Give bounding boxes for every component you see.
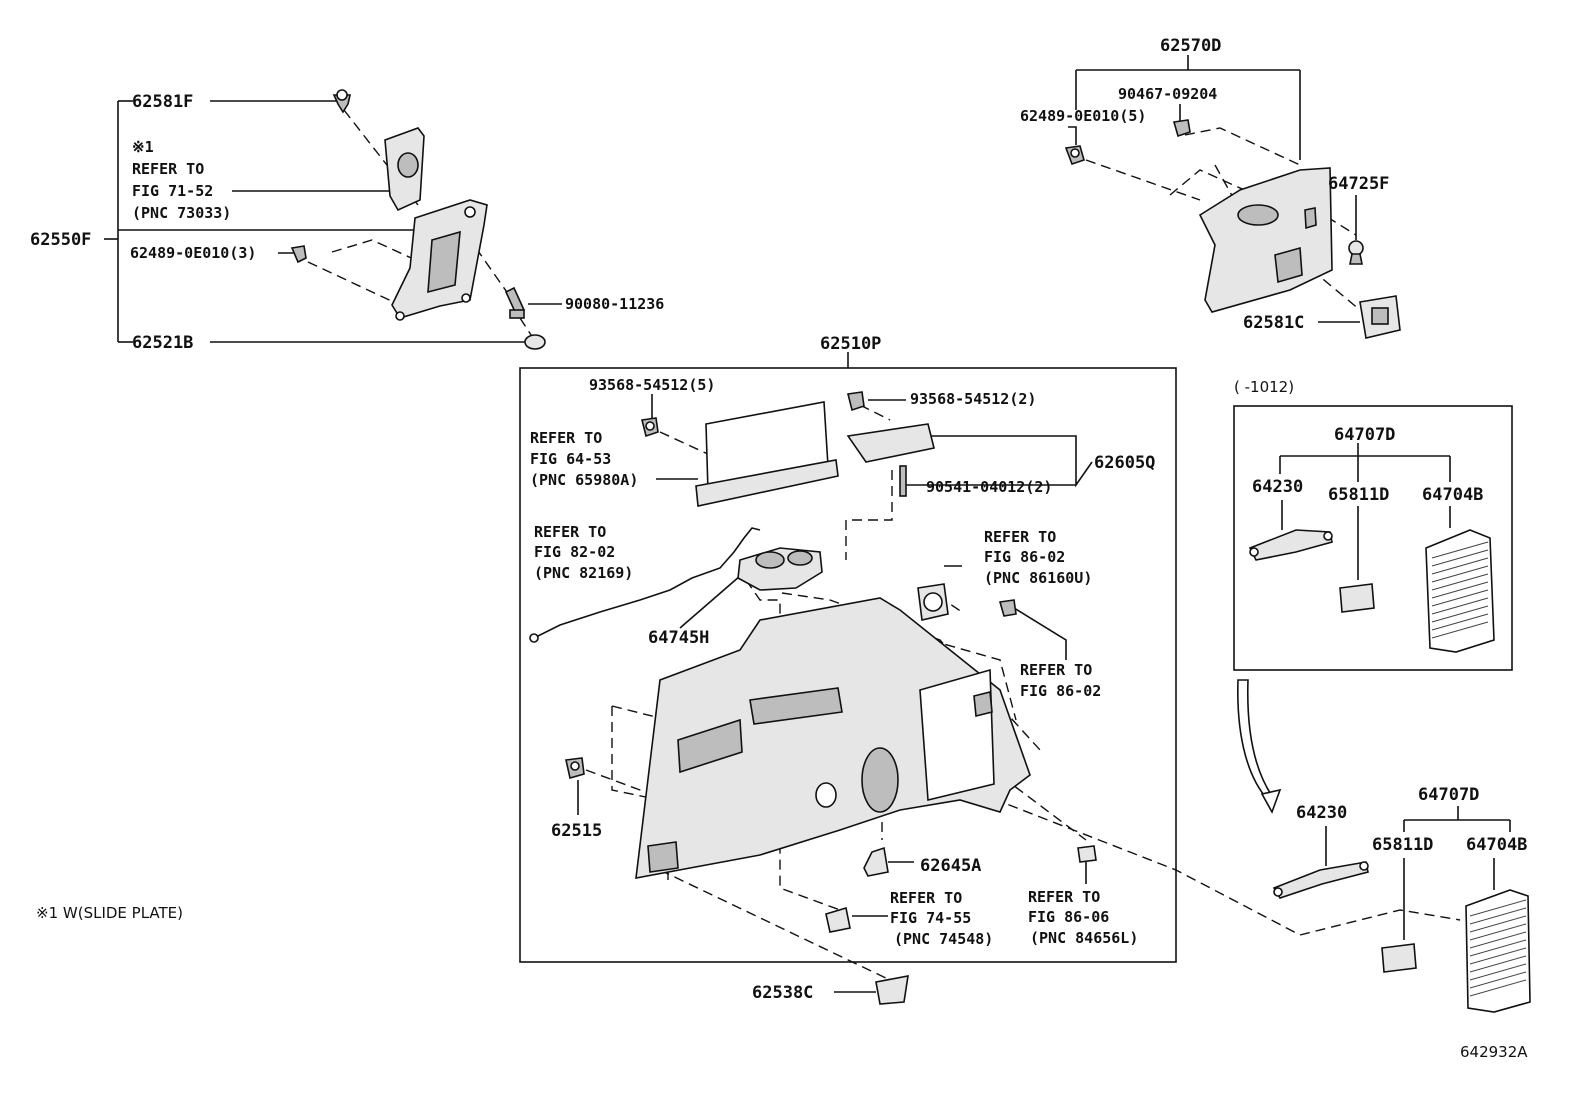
refer-b3: (PNC 82169) [534,564,633,582]
cap-62645a-icon [863,846,889,877]
refer-c3: (PNC 86160U) [984,569,1092,587]
label-62581f: 62581F [132,92,193,112]
label-62645a: 62645A [920,856,981,876]
label-64745h: 64745H [648,628,709,648]
clip-62489-5-icon [1064,145,1085,166]
refer-a3: (PNC 65980A) [530,471,638,489]
refer-e1: REFER TO [890,889,962,907]
grille-slats-lower [1469,899,1527,997]
cover-62581c-icon [1359,295,1401,339]
label-64704b-boxed: 64704B [1422,485,1483,505]
vent-frame [1233,405,1513,671]
label-93568-qty2: 93568-54512(2) [910,390,1036,408]
group-top-left: 62581F ※1 REFER TO FIG 71-52 (PNC 73033)… [30,89,664,353]
cover-62538c-icon [875,975,909,1005]
refer-c1: REFER TO [984,528,1056,546]
label-64704b-lower: 64704B [1466,835,1527,855]
refer-line1: REFER TO [132,160,204,178]
label-62550f: 62550F [30,230,91,250]
group-vent-lower: 64707D 64230 65811D 64704B [1272,785,1531,1013]
bolt-93568-2-icon [847,391,865,412]
refer-f1: REFER TO [1028,888,1100,906]
group-top-right: 62570D 90467-09204 62489-0E010(5) 64725F… [1020,36,1401,339]
refer-e2: FIG 74-55 [890,909,971,927]
refer-a2: FIG 64-53 [530,450,611,468]
label-64725f: 64725F [1328,174,1389,194]
cup-holder-64745h-icon [737,547,823,591]
screw-90541-icon [899,465,907,497]
refer-f3: (PNC 84656L) [1030,929,1138,947]
seal-65811d-icon [1339,583,1375,613]
clip-84656l-icon [1077,845,1097,863]
quarter-trim-62570d-icon [1198,167,1333,313]
harness-82169-icon [529,527,761,643]
bolt-93568-5-icon [641,417,659,438]
label-62538c: 62538C [752,983,813,1003]
label-62521b: 62521B [132,333,193,353]
clip-62581f-icon [332,89,351,114]
label-90080: 90080-11236 [565,295,664,313]
label-64707d-boxed: 64707D [1334,425,1395,445]
grille-slats [1431,541,1489,639]
range-note: ( -1012) [1234,378,1294,396]
group-center: 62510P 93568-54512(5) REFER TO FIG 64-53… [519,334,1301,1005]
label-62570d: 62570D [1160,36,1221,56]
speaker-86160u-icon [917,583,949,621]
quarter-trim-62550f-icon [391,199,488,321]
refer-line2: FIG 71-52 [132,182,213,200]
label-64230-boxed: 64230 [1252,477,1303,497]
label-90467: 90467-09204 [1118,85,1217,103]
label-62605q: 62605Q [1094,453,1155,473]
footnote: ※1 W(SLIDE PLATE) [36,904,183,922]
label-62489-qty3: 62489-0E010(3) [130,244,256,262]
label-65811d-lower: 65811D [1372,835,1433,855]
box-62605q-icon [846,423,935,463]
note-mark: ※1 [132,138,154,156]
refer-d1: REFER TO [1020,661,1092,679]
refer-d2: FIG 86-02 [1020,682,1101,700]
clip-62515-icon [565,757,585,780]
label-62489-qty5: 62489-0E010(5) [1020,107,1146,125]
label-62581c: 62581C [1243,313,1304,333]
grille-64704b-lower-icon [1465,889,1531,1013]
diagram-id: 642932A [1460,1043,1528,1061]
screw-90467-icon [1172,119,1191,138]
hook-64725f-icon [1348,240,1364,265]
refer-a1: REFER TO [530,429,602,447]
label-90541: 90541-04012(2) [926,478,1052,496]
main-trim-62510p-icon [635,597,1031,879]
panel-65980a-icon [695,401,839,507]
label-93568-qty5: 93568-54512(5) [589,376,715,394]
refer-f2: FIG 86-06 [1028,908,1109,926]
label-62510p: 62510P [820,334,881,354]
grille-64704b-icon [1425,529,1495,653]
label-65811d-boxed: 65811D [1328,485,1389,505]
label-62515: 62515 [551,821,602,841]
cover-62521b-icon [524,334,546,350]
refer-b2: FIG 82-02 [534,543,615,561]
slide-plate-icon [384,127,425,212]
refer-b1: REFER TO [534,523,606,541]
clip-62489-icon [290,245,307,264]
group-vent-boxed: ( -1012) 6470 [1233,378,1513,814]
arrow-icon [1237,679,1282,814]
bracket-64230-lower-icon [1272,861,1369,899]
label-64707d-lower: 64707D [1418,785,1479,805]
seal-65811d-lower-icon [1381,943,1417,973]
refer-line3: (PNC 73033) [132,204,231,222]
bracket-64230-icon [1248,529,1333,561]
trim-74548-icon [825,906,851,933]
label-64230-lower: 64230 [1296,803,1347,823]
refer-c2: FIG 86-02 [984,548,1065,566]
screw-90080-icon [504,286,526,319]
clip-86-02-icon [998,599,1017,617]
refer-e3: (PNC 74548) [894,930,993,948]
